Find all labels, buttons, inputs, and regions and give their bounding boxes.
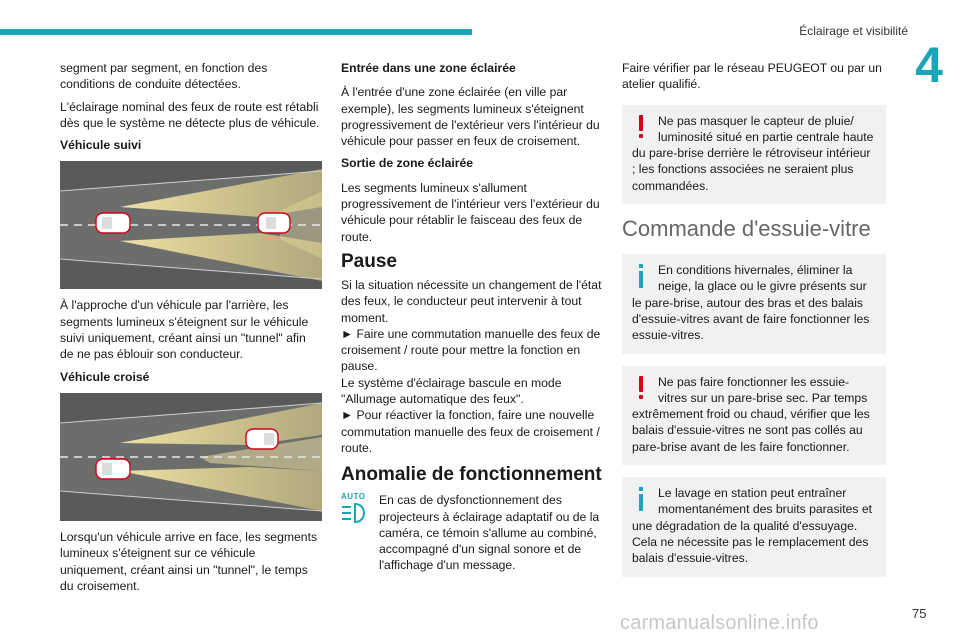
subheading-crossed-vehicle: Véhicule croisé: [60, 369, 150, 384]
paragraph: Si la situation nécessite un changement …: [341, 277, 602, 325]
note-text: En conditions hivernales, éliminer la ne…: [632, 263, 870, 343]
auto-headlamp-warning-icon: AUTO: [341, 492, 373, 524]
header-accent-bar: [0, 29, 472, 35]
paragraph: segment par segment, en fonction des con…: [60, 61, 268, 92]
warning-note-dry-windscreen: Ne pas faire fonctionner les essuie-vitr…: [622, 365, 886, 466]
paragraph: ► Faire une commutation manuelle des feu…: [341, 326, 601, 374]
info-note-winter: En conditions hivernales, éliminer la ne…: [622, 254, 886, 354]
section-title: Éclairage et visibilité: [799, 24, 908, 38]
paragraph: À l'approche d'un véhicule par l'arrière…: [60, 298, 309, 362]
chapter-number: 4: [915, 37, 943, 93]
warning-icon: [632, 113, 652, 143]
malfunction-row: AUTO En cas de dysfonctionnement des pro…: [341, 492, 603, 579]
heading-wiper-control: Commande d'essuie-vitre: [622, 216, 871, 242]
warning-icon: [632, 374, 652, 404]
followed-vehicle-illustration: [60, 161, 322, 290]
watermark: carmanualsonline.info: [620, 612, 819, 634]
column-3: Faire vérifier par le réseau PEUGEOT ou …: [622, 60, 886, 589]
paragraph: Les segments lumineux s'allument progres…: [341, 180, 600, 244]
paragraph: Lorsqu'un véhicule arrive en face, les s…: [60, 529, 318, 593]
paragraph: À l'entrée d'une zone éclairée (en ville…: [341, 85, 600, 149]
paragraph: En cas de dysfonctionnement des projecte…: [379, 493, 600, 573]
warning-note-rain-sensor: Ne pas masquer le capteur de pluie/ lumi…: [622, 104, 886, 205]
note-text: Ne pas faire fonctionner les essuie-vitr…: [632, 374, 870, 454]
paragraph: Faire vérifier par le réseau PEUGEOT ou …: [622, 61, 882, 92]
paragraph: ► Pour réactiver la fonction, faire une …: [341, 408, 600, 455]
heading-malfunction: Anomalie de fonctionnement: [341, 464, 602, 486]
auto-icon-label: AUTO: [341, 492, 366, 502]
info-icon: [632, 485, 652, 515]
page-number: 75: [912, 606, 927, 621]
subheading-enter-lit-zone: Entrée dans une zone éclairée: [341, 61, 516, 75]
note-text: Ne pas masquer le capteur de pluie/ lumi…: [632, 113, 874, 193]
note-text: Le lavage en station peut entraîner mome…: [632, 486, 873, 566]
info-note-car-wash: Le lavage en station peut entraîner mome…: [622, 477, 886, 577]
crossed-vehicle-illustration: [60, 392, 322, 521]
subheading-followed-vehicle: Véhicule suivi: [60, 138, 142, 153]
column-2: Entrée dans une zone éclairée À l'entrée…: [341, 60, 603, 580]
heading-pause: Pause: [341, 250, 397, 272]
paragraph: L'éclairage nominal des feux de route es…: [60, 99, 320, 130]
column-1: segment par segment, en fonction des con…: [60, 60, 322, 600]
paragraph: Le système d'éclairage bascule en mode "…: [341, 375, 562, 407]
info-icon: [632, 262, 652, 292]
subheading-exit-lit-zone: Sortie de zone éclairée: [341, 156, 474, 171]
